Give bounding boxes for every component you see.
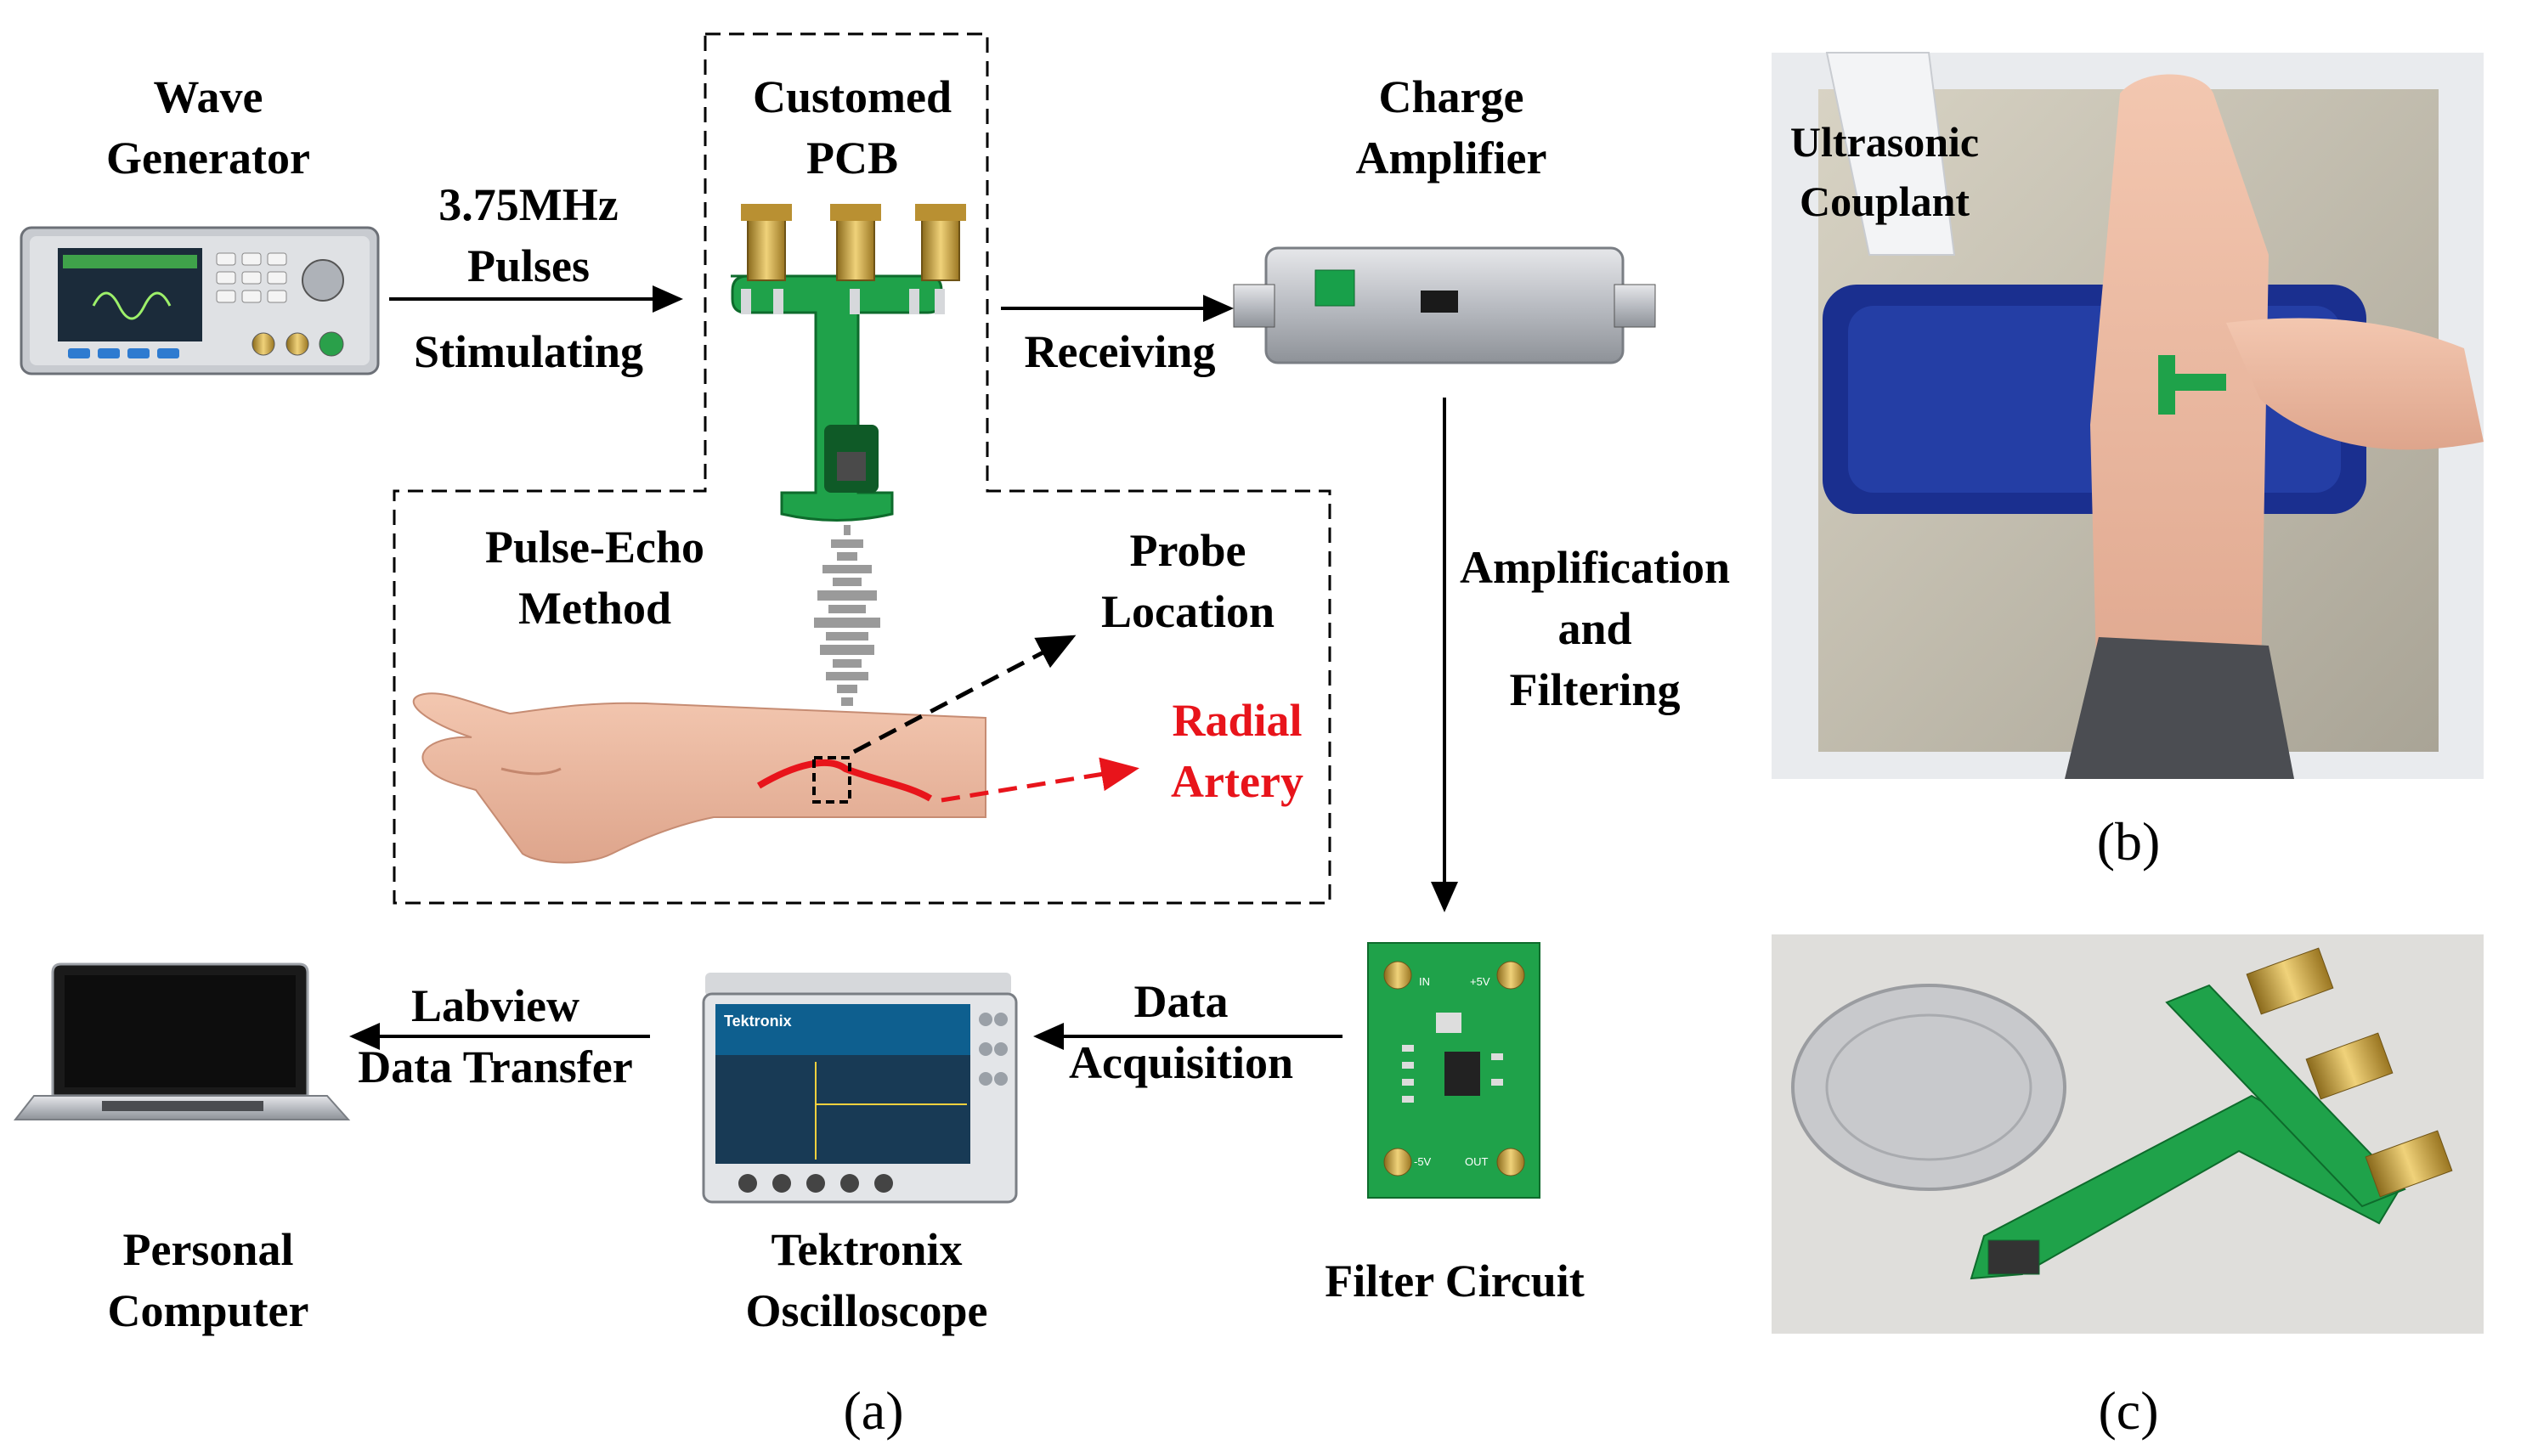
amplification-line-1: Amplification <box>1460 542 1730 593</box>
data-acquisition-line-2: Acquisition <box>1068 1037 1294 1088</box>
pulses-line-2: Pulses <box>466 240 591 291</box>
pulse-echo-line-1: Pulse-Echo <box>484 522 705 573</box>
data-acquisition-line-1: Data <box>1133 976 1229 1027</box>
wave-generator-device <box>20 226 380 375</box>
data-acquisition-label: Data Acquisition <box>1069 971 1293 1093</box>
panel-label-c: (c) <box>2098 1380 2159 1441</box>
tektronix-line-2: Oscilloscope <box>745 1285 988 1336</box>
photo-pcb-with-coin <box>1772 934 2484 1334</box>
probe-location-line-1: Probe <box>1129 525 1246 576</box>
pcb-in-label: IN <box>1419 975 1430 988</box>
amplification-line-2: and <box>1557 603 1632 654</box>
pulse-echo-line-2: Method <box>518 583 671 634</box>
charge-amplifier-line-2: Amplifier <box>1355 133 1547 183</box>
pcb-neg5v-label: -5V <box>1414 1155 1432 1168</box>
personal-computer-line-1: Personal <box>122 1224 294 1275</box>
customed-pcb-device <box>731 204 966 522</box>
oscilloscope-device: Tektronix <box>702 973 1018 1204</box>
receiving-label: Receiving <box>1024 326 1216 377</box>
amplification-label: Amplification and Filtering <box>1460 537 1730 720</box>
radial-artery-line-1: Radial <box>1172 695 1303 746</box>
amplification-line-3: Filtering <box>1509 664 1681 715</box>
tektronix-oscilloscope-label: Tektronix Oscilloscope <box>746 1219 988 1341</box>
filter-circuit-device: IN +5V -5V OUT <box>1367 942 1540 1199</box>
wave-generator-line-1: Wave <box>153 71 263 122</box>
probe-location-label: Probe Location <box>1101 520 1275 642</box>
probe-location-box <box>812 756 851 804</box>
wave-generator-line-2: Generator <box>106 133 310 183</box>
pulse-echo-label: Pulse-Echo Method <box>485 516 704 639</box>
labview-line-1: Labview <box>410 980 580 1031</box>
customed-pcb-line-1: Customed <box>752 71 952 122</box>
customed-pcb-label: Customed PCB <box>753 66 952 189</box>
charge-amplifier-device <box>1233 246 1656 364</box>
radial-artery-pointer <box>941 757 1139 803</box>
panel-label-a: (a) <box>843 1380 904 1441</box>
charge-amplifier-line-1: Charge <box>1378 71 1524 122</box>
labview-line-2: Data Transfer <box>358 1041 633 1092</box>
oscilloscope-brand-text: Tektronix <box>724 1013 792 1030</box>
ultrasound-pulse-waveform <box>814 525 880 706</box>
customed-pcb-line-2: PCB <box>805 133 898 183</box>
laptop-device <box>13 962 351 1120</box>
ultrasonic-couplant-label: Ultrasonic Couplant <box>1790 112 1979 231</box>
ultrasonic-couplant-line-2: Couplant <box>1799 178 1970 225</box>
filter-circuit-label: Filter Circuit <box>1325 1256 1585 1306</box>
probe-location-line-2: Location <box>1100 586 1275 637</box>
tektronix-line-1: Tektronix <box>771 1224 963 1275</box>
photo-arm-on-pillow <box>1772 52 2484 779</box>
dashed-outline <box>393 32 1331 905</box>
charge-amplifier-label: Charge Amplifier <box>1356 66 1547 189</box>
labview-label: Labview Data Transfer <box>358 975 632 1098</box>
radial-artery-line <box>756 759 933 802</box>
pcb-5v-label: +5V <box>1470 975 1490 988</box>
radial-artery-line-2: Artery <box>1171 756 1303 807</box>
pcb-out-label: OUT <box>1465 1155 1489 1168</box>
radial-artery-label: Radial Artery <box>1171 690 1303 812</box>
stimulating-label: Stimulating <box>413 326 644 377</box>
pulses-label: 3.75MHz Pulses <box>438 174 618 296</box>
probe-location-pointer <box>852 635 1077 754</box>
panel-label-b: (b) <box>2096 811 2161 872</box>
pulses-line-1: 3.75MHz <box>438 179 619 230</box>
wave-generator-label: Wave Generator <box>106 66 310 189</box>
personal-computer-line-2: Computer <box>107 1285 309 1336</box>
personal-computer-label: Personal Computer <box>108 1219 309 1341</box>
ultrasonic-couplant-line-1: Ultrasonic <box>1789 118 1980 166</box>
arm-illustration <box>412 692 986 864</box>
